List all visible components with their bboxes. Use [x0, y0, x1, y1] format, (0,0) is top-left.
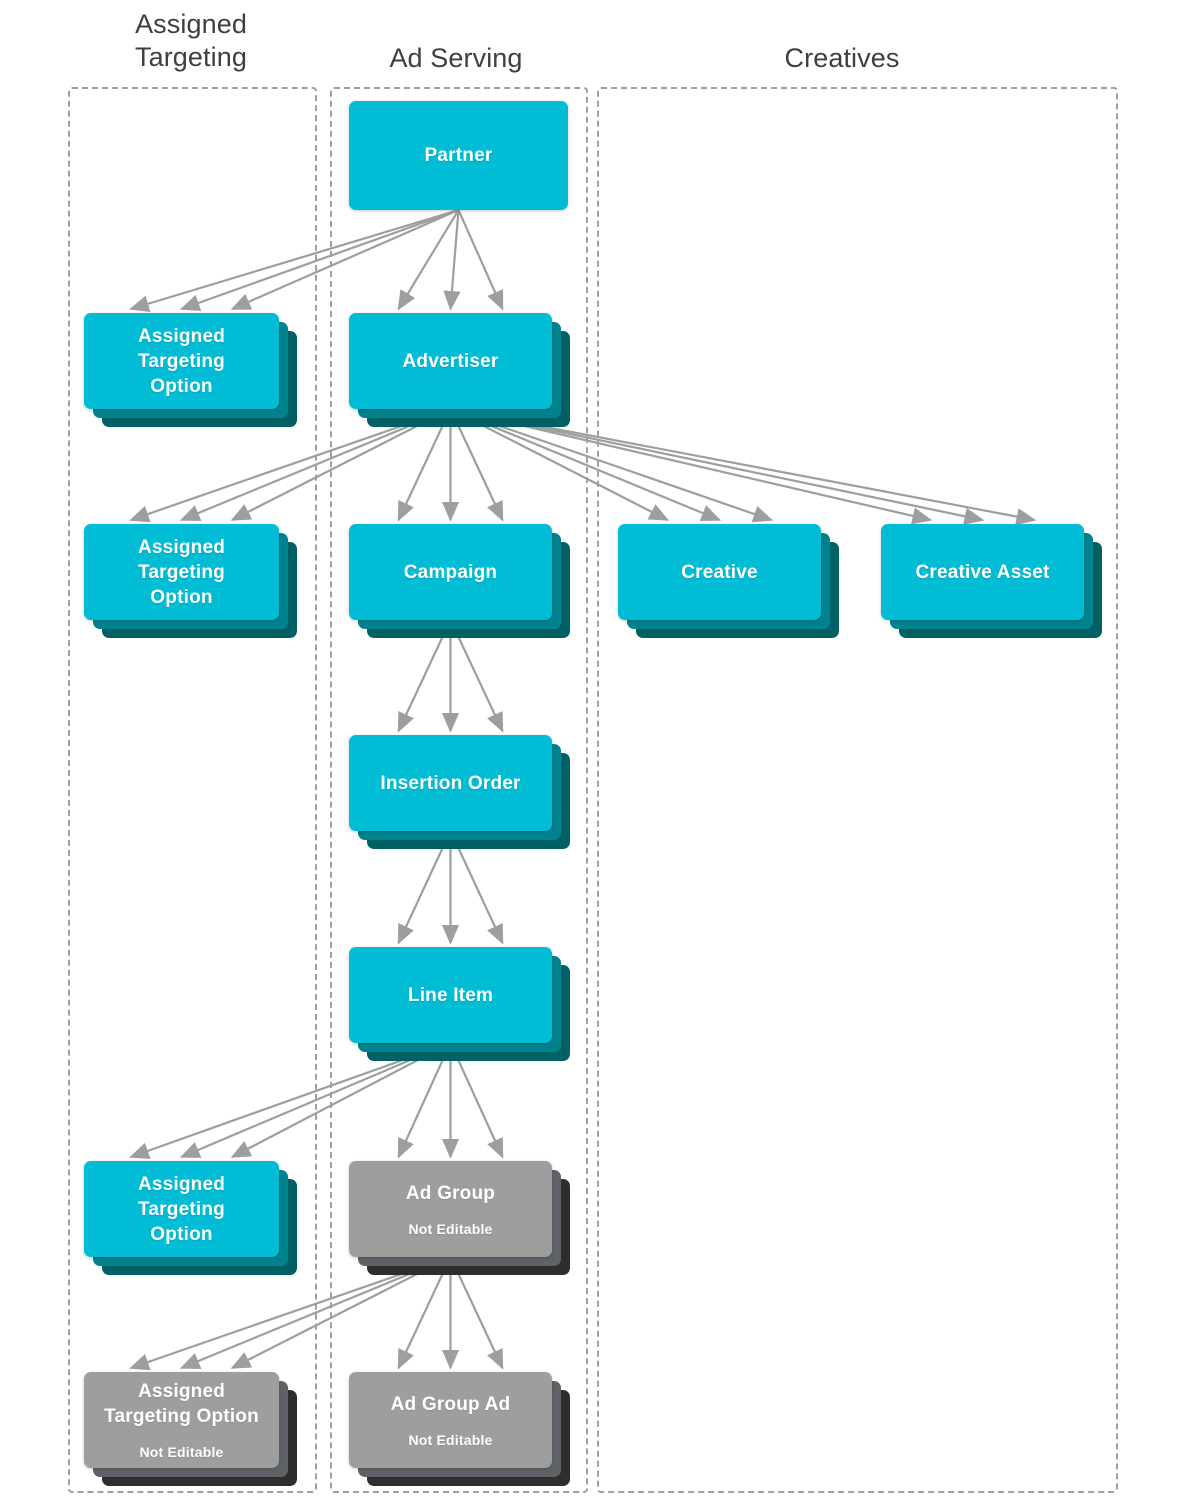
node-label: Partner — [424, 145, 493, 166]
node-label-line: Targeting — [138, 561, 225, 583]
column-header-creatives: Creatives — [662, 42, 1022, 75]
node-label: Ad Group — [405, 1182, 496, 1204]
node-ad-group-ad[interactable]: Ad Group Ad Not Editable — [349, 1372, 570, 1486]
column-header-line: Assigned — [135, 9, 247, 39]
node-label-line: Targeting — [138, 1198, 225, 1220]
node-card-partner[interactable]: Partner — [349, 101, 568, 210]
node-creative[interactable]: Creative — [618, 524, 839, 638]
node-label: Ad Group Ad — [390, 1393, 511, 1415]
node-label-line: Option — [150, 375, 213, 397]
node-card-creative[interactable]: Creative — [618, 524, 821, 620]
node-editability-note: Not Editable — [139, 1444, 224, 1460]
node-line-item[interactable]: Line Item — [349, 947, 570, 1061]
node-partner[interactable]: Partner — [349, 101, 586, 228]
node-editability-note: Not Editable — [408, 1220, 493, 1237]
node-card-campaign[interactable]: Campaign — [349, 524, 552, 620]
node-card-creative-asset[interactable]: Creative Asset — [881, 524, 1084, 620]
node-card-advertiser[interactable]: Advertiser — [349, 313, 552, 409]
node-label: Creative — [681, 561, 758, 583]
swimlane-assigned-targeting — [68, 87, 317, 1493]
node-label: Creative Asset — [915, 561, 1050, 583]
node-label: Advertiser — [402, 350, 499, 372]
node-label-line: Assigned — [137, 325, 226, 347]
node-card-insertion-order[interactable]: Insertion Order — [349, 735, 552, 831]
node-card-line-item[interactable]: Line Item — [349, 947, 552, 1043]
node-label: Insertion Order — [380, 772, 521, 794]
column-header-line: Ad Serving — [389, 43, 523, 73]
node-label-line: Assigned — [137, 536, 226, 558]
node-label-line: Assigned — [137, 1381, 226, 1402]
swimlane-ad-serving — [330, 87, 588, 1493]
column-header-ad-serving: Ad Serving — [276, 42, 636, 75]
node-campaign[interactable]: Campaign — [349, 524, 570, 638]
node-label-line: Targeting — [138, 350, 225, 372]
node-card-ad-group-ad[interactable]: Ad Group Ad Not Editable — [349, 1372, 552, 1468]
node-label-line: Targeting Option — [104, 1406, 259, 1427]
node-label-line: Option — [150, 586, 213, 608]
node-insertion-order[interactable]: Insertion Order — [349, 735, 570, 849]
column-header-line: Targeting — [135, 42, 247, 72]
node-editability-note: Not Editable — [408, 1431, 493, 1448]
node-label-line: Option — [150, 1223, 213, 1245]
node-label: Campaign — [403, 561, 498, 583]
swimlane-creatives — [597, 87, 1118, 1493]
node-label: Line Item — [407, 984, 494, 1006]
node-creative-asset[interactable]: Creative Asset — [881, 524, 1102, 638]
node-advertiser[interactable]: Advertiser — [349, 313, 570, 427]
column-header-line: Creatives — [784, 43, 900, 73]
node-label-line: Assigned — [137, 1173, 226, 1195]
